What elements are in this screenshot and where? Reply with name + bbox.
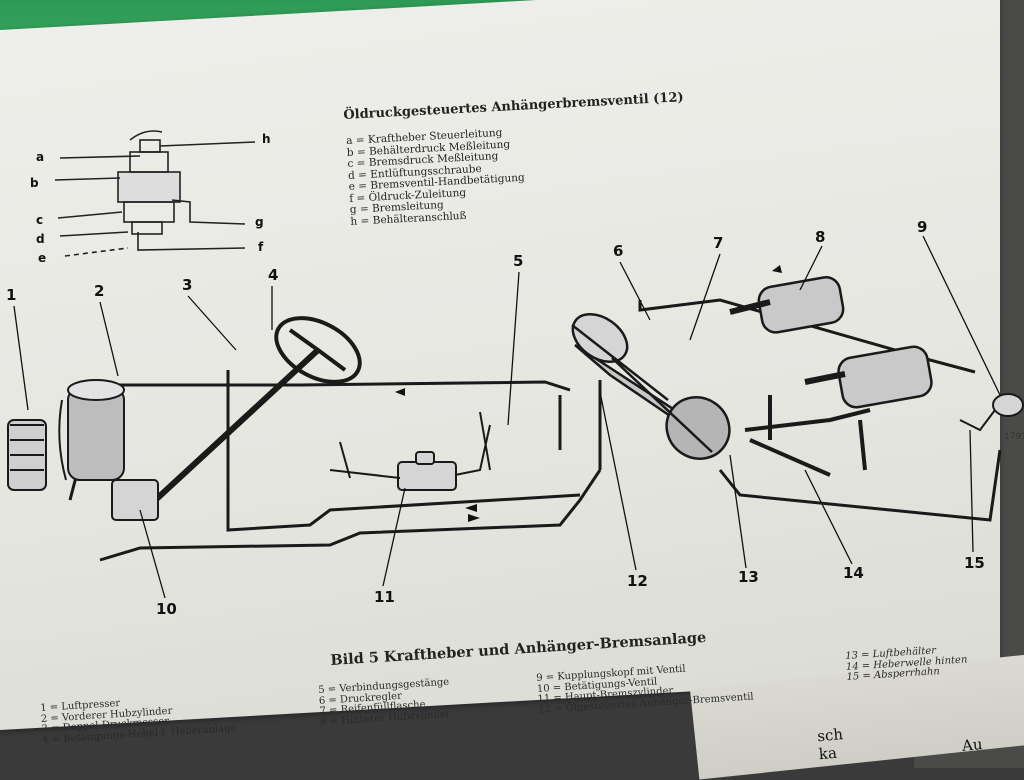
part-number-1: 1 — [6, 286, 17, 304]
part-number-3: 3 — [182, 276, 193, 294]
next-page-line: ka — [818, 743, 838, 764]
valve-letter-a: a — [36, 150, 45, 164]
valve-letter-e: e — [38, 251, 47, 265]
part-number-13: 13 — [738, 568, 759, 586]
part-number-14: 14 — [843, 564, 864, 582]
part-number-9: 9 — [917, 218, 928, 236]
valve-letter-f: f — [258, 240, 264, 254]
part-number-4: 4 — [268, 266, 279, 284]
part-number-2: 2 — [94, 282, 105, 300]
leader-lines — [13, 235, 1001, 599]
next-page-line: sch — [816, 725, 844, 746]
part-number-12: 12 — [627, 572, 648, 590]
next-page-fragment-right: Au — [961, 735, 983, 755]
parts-5-10-11 — [111, 411, 491, 521]
part-number-10: 10 — [156, 600, 177, 618]
valve-legend: a = Kraftheber Steuerleitung b = Behälte… — [346, 127, 527, 228]
front-unit-1-2 — [7, 379, 125, 491]
part-number-8: 8 — [815, 228, 826, 246]
figure-code: 1791 — [1004, 432, 1024, 442]
valve-letter-g: g — [255, 215, 264, 229]
valve-letter-d: d — [36, 232, 45, 246]
part-number-7: 7 — [713, 234, 724, 252]
cylinders-8 — [729, 276, 933, 409]
steering-wheel-4 — [147, 316, 362, 508]
flow-arrows — [395, 265, 782, 522]
part-number-11: 11 — [374, 588, 395, 606]
valve-letter-b: b — [30, 176, 39, 190]
part-number-5: 5 — [513, 252, 524, 270]
valve-letter-c: c — [36, 213, 44, 227]
part-number-15: 15 — [964, 554, 985, 572]
parts-list-column-2: 5 = Verbindungsgestänge 6 = Druckregler … — [318, 677, 452, 728]
next-page-line: Au — [961, 735, 984, 755]
valve-detail-drawing — [54, 130, 256, 257]
tank-13 — [571, 312, 731, 460]
next-page-fragment: sch ka — [816, 725, 849, 763]
linkage-14 — [744, 395, 871, 477]
coupling-9-15 — [959, 393, 1024, 432]
part-number-6: 6 — [613, 242, 624, 260]
valve-letter-h: h — [262, 132, 271, 146]
